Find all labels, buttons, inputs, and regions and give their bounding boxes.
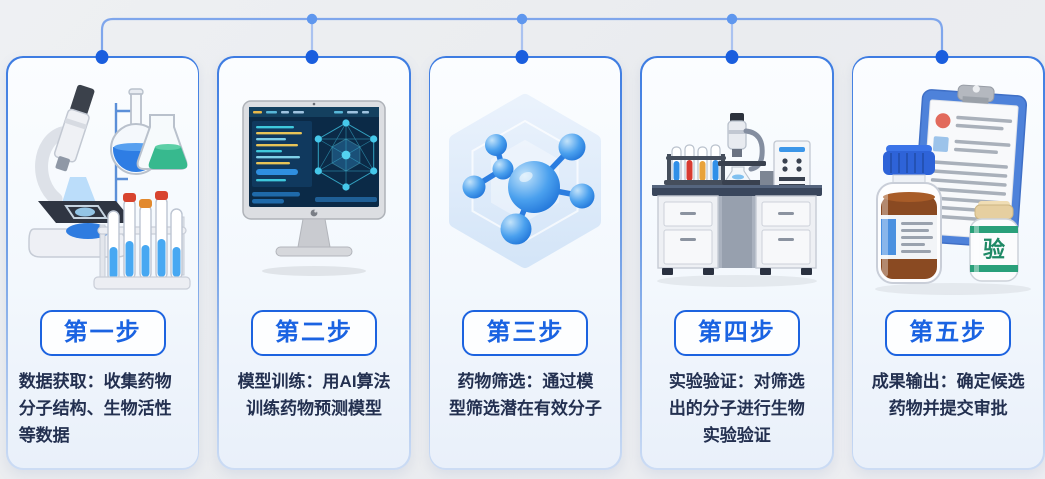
microscope-flasks-test-tubes-icon bbox=[27, 84, 191, 290]
step-card-4: 第四步 实验验证：对筛选 出的分子进行生物 实验验证 bbox=[640, 56, 834, 470]
molecule-icon bbox=[462, 133, 595, 245]
medicine-bottles-clipboard-icon: 验 bbox=[875, 84, 1032, 295]
computer-monitor-icon bbox=[242, 99, 386, 276]
step-4-illustration bbox=[642, 58, 832, 306]
step-description: 实验验证：对筛选 出的分子进行生物 实验验证 bbox=[668, 372, 805, 446]
step-5-illustration: 验 bbox=[853, 58, 1043, 306]
network-graph-icon bbox=[314, 119, 378, 191]
code-panel-icon bbox=[252, 120, 313, 187]
paper-blue-square-icon bbox=[933, 135, 949, 152]
bench-microscope-icon bbox=[717, 112, 766, 185]
apple-logo-icon bbox=[310, 209, 318, 217]
step-badge: 第一步 bbox=[39, 309, 166, 357]
steps-row: 第一步 数据获取：收集药物 分子结构、生物活性 等数据 bbox=[0, 56, 1045, 470]
clipboard-icon bbox=[912, 84, 1028, 249]
hexagon-molecule-icon bbox=[449, 93, 602, 268]
branch-node-icon bbox=[306, 13, 318, 25]
step-badge: 第三步 bbox=[462, 309, 589, 357]
lab-bench-icon bbox=[651, 112, 822, 287]
test-tubes-icon bbox=[106, 190, 183, 282]
bench-box-icon bbox=[759, 170, 776, 185]
step-3-illustration bbox=[430, 58, 620, 306]
imac-ai-dashboard-icon bbox=[242, 99, 386, 276]
step-badge: 第五步 bbox=[885, 309, 1012, 357]
step-1-illustration bbox=[8, 58, 198, 306]
medicine-bottle-icon bbox=[876, 144, 943, 284]
step-description: 模型训练：用AI算法 训练药物预测模型 bbox=[237, 372, 391, 419]
step-card-3: 第三步 药物筛选：通过模 型筛选潜在有效分子 bbox=[428, 56, 623, 470]
step-description: 药物筛选：通过模 型筛选潜在有效分子 bbox=[448, 372, 602, 419]
step-card-5: 验 第五步 成果输出：确定候选 药物并提交审批 bbox=[851, 56, 1045, 470]
branch-node-icon bbox=[516, 13, 528, 25]
step-2-illustration bbox=[219, 58, 409, 306]
erlenmeyer-flask-icon bbox=[136, 113, 188, 170]
step-badge: 第二步 bbox=[251, 309, 378, 357]
step-description: 成果输出：确定候选 药物并提交审批 bbox=[871, 372, 1025, 419]
step-badge: 第四步 bbox=[673, 309, 800, 357]
bench-cabinet-icon bbox=[651, 184, 822, 275]
bench-test-tube-rack-icon bbox=[663, 144, 728, 185]
step-card-1: 第一步 数据获取：收集药物 分子结构、生物活性 等数据 bbox=[6, 56, 200, 470]
pill-bottle-icon: 验 bbox=[969, 200, 1019, 282]
step-card-2: 第二步 模型训练：用AI算法 训练药物预测模型 bbox=[217, 56, 411, 470]
step-description: 数据获取：收集药物 分子结构、生物活性 等数据 bbox=[18, 372, 172, 446]
pill-bottle-label: 验 bbox=[983, 237, 1005, 262]
paper-red-dot-icon bbox=[935, 112, 951, 128]
branch-node-icon bbox=[726, 13, 738, 25]
test-tube-rack-icon bbox=[93, 190, 191, 290]
